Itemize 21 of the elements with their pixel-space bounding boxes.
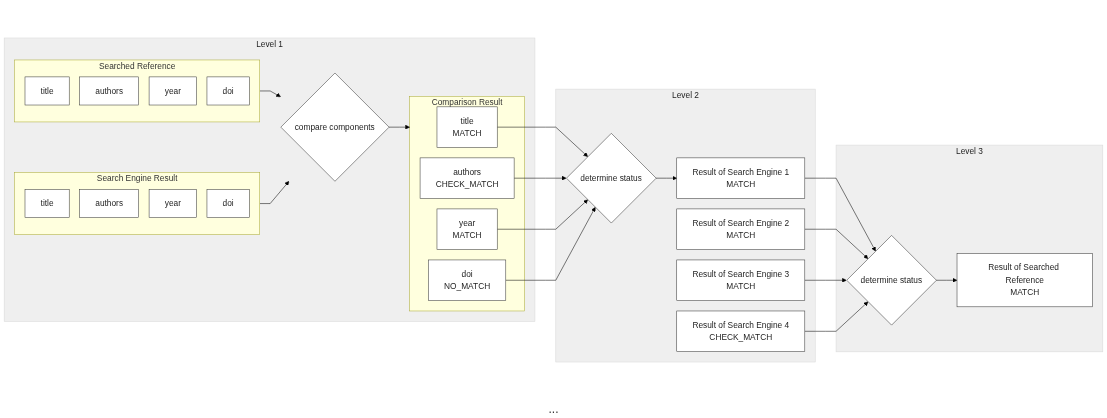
- node-box: doi: [206, 189, 250, 218]
- node-box: title: [24, 76, 70, 106]
- node-box: authors: [79, 189, 139, 218]
- node-diamond: determine status: [846, 235, 937, 326]
- node-diamond: compare components: [280, 72, 390, 182]
- node-box: Result of Search Engine 3 MATCH: [676, 259, 806, 301]
- node-box: Result of Search Engine 4 CHECK_MATCH: [676, 310, 806, 352]
- node-box: authors: [79, 76, 139, 106]
- node-box: year: [148, 76, 197, 106]
- node-box: Result of Search Engine 1 MATCH: [676, 157, 806, 199]
- node-box: title: [24, 189, 70, 218]
- node-diamond: determine status: [566, 133, 657, 224]
- node-box: year: [148, 189, 197, 218]
- node-box: doi: [206, 76, 250, 106]
- node-box: Result of Search Engine 2 MATCH: [676, 208, 806, 250]
- ellipsis-note: ...: [548, 402, 559, 416]
- node-box: authors CHECK_MATCH: [419, 157, 515, 199]
- node-box: year MATCH: [436, 208, 498, 250]
- node-box: doi NO_MATCH: [428, 259, 507, 301]
- node-box: Result of Searched Reference MATCH: [956, 253, 1093, 308]
- node-box: title MATCH: [436, 106, 498, 148]
